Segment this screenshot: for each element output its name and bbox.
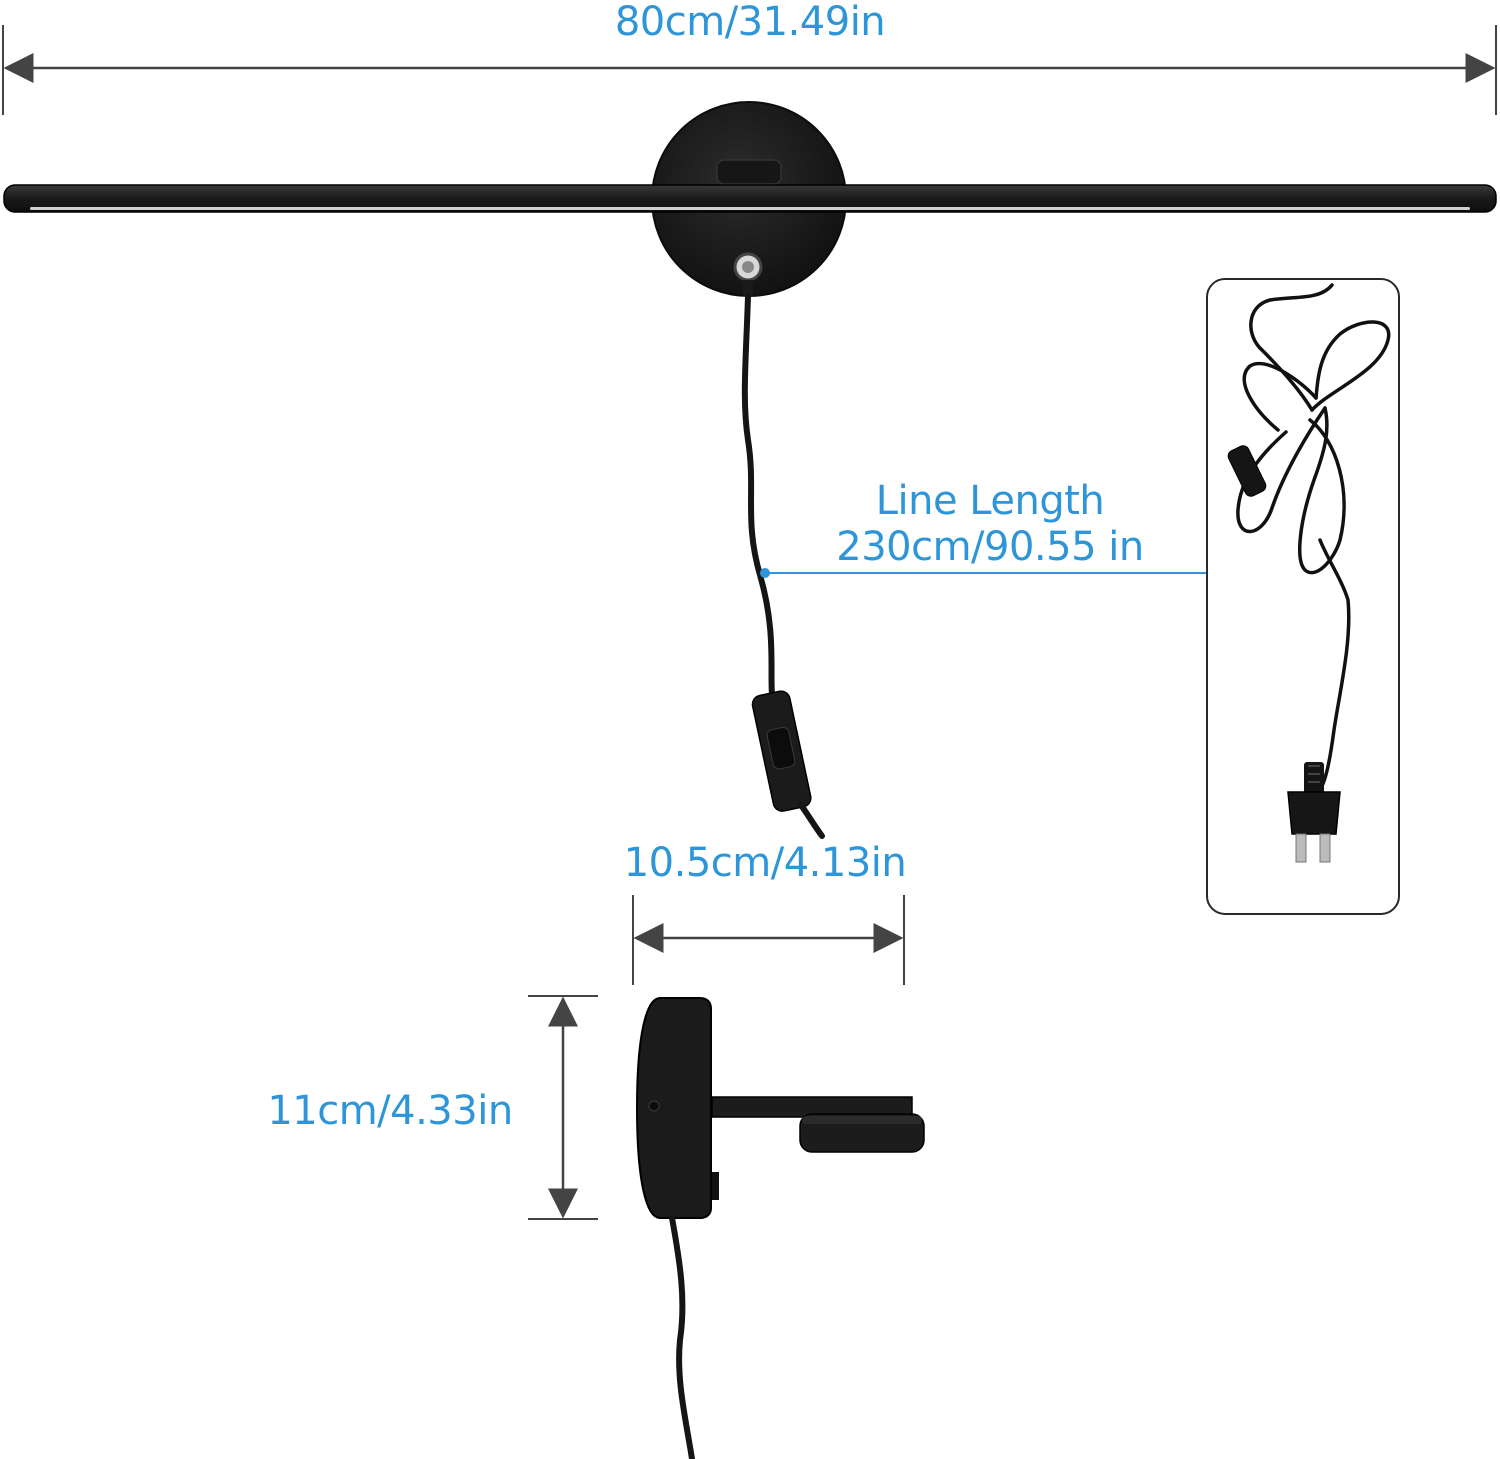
line-length-title: Line Length (875, 478, 1105, 524)
plug-strain-relief (1304, 762, 1324, 794)
depth-label: 10.5cm/4.13in (623, 840, 907, 886)
width-dimension (2, 25, 1497, 115)
wall-lamp-side-view (635, 997, 925, 1459)
depth-dimension (632, 895, 905, 985)
side-dimmer-knob (648, 1100, 660, 1112)
side-power-cord (669, 1215, 695, 1459)
power-cord-lower (798, 802, 825, 839)
plug-body (1287, 791, 1341, 835)
plug-prong-right (1319, 833, 1331, 863)
side-wall-plate (635, 997, 712, 1219)
light-bar-diffuser (30, 207, 1470, 210)
line-length-value: 230cm/90.55 in (836, 524, 1144, 570)
cord-inset-panel (1206, 278, 1400, 915)
wall-lamp-front-view (3, 101, 1497, 839)
height-dimension (528, 995, 598, 1220)
rocker-button (766, 726, 796, 770)
width-label: 80cm/31.49in (614, 0, 886, 45)
light-bar (3, 184, 1497, 213)
us-plug (1287, 762, 1341, 863)
side-cord-port (712, 1172, 719, 1200)
inset-inline-switch (1227, 445, 1267, 497)
inline-switch (751, 690, 812, 812)
line-length-label: Line Length 230cm/90.55 in (820, 478, 1160, 570)
cord-inset-frame (1206, 278, 1400, 915)
arm-mount-block (716, 159, 782, 185)
cord-grommet (743, 280, 753, 296)
dimmer-knob-center (742, 261, 754, 273)
power-cord-upper (741, 293, 775, 698)
plug-prong-left (1295, 833, 1307, 863)
height-label: 11cm/4.33in (267, 1088, 513, 1134)
